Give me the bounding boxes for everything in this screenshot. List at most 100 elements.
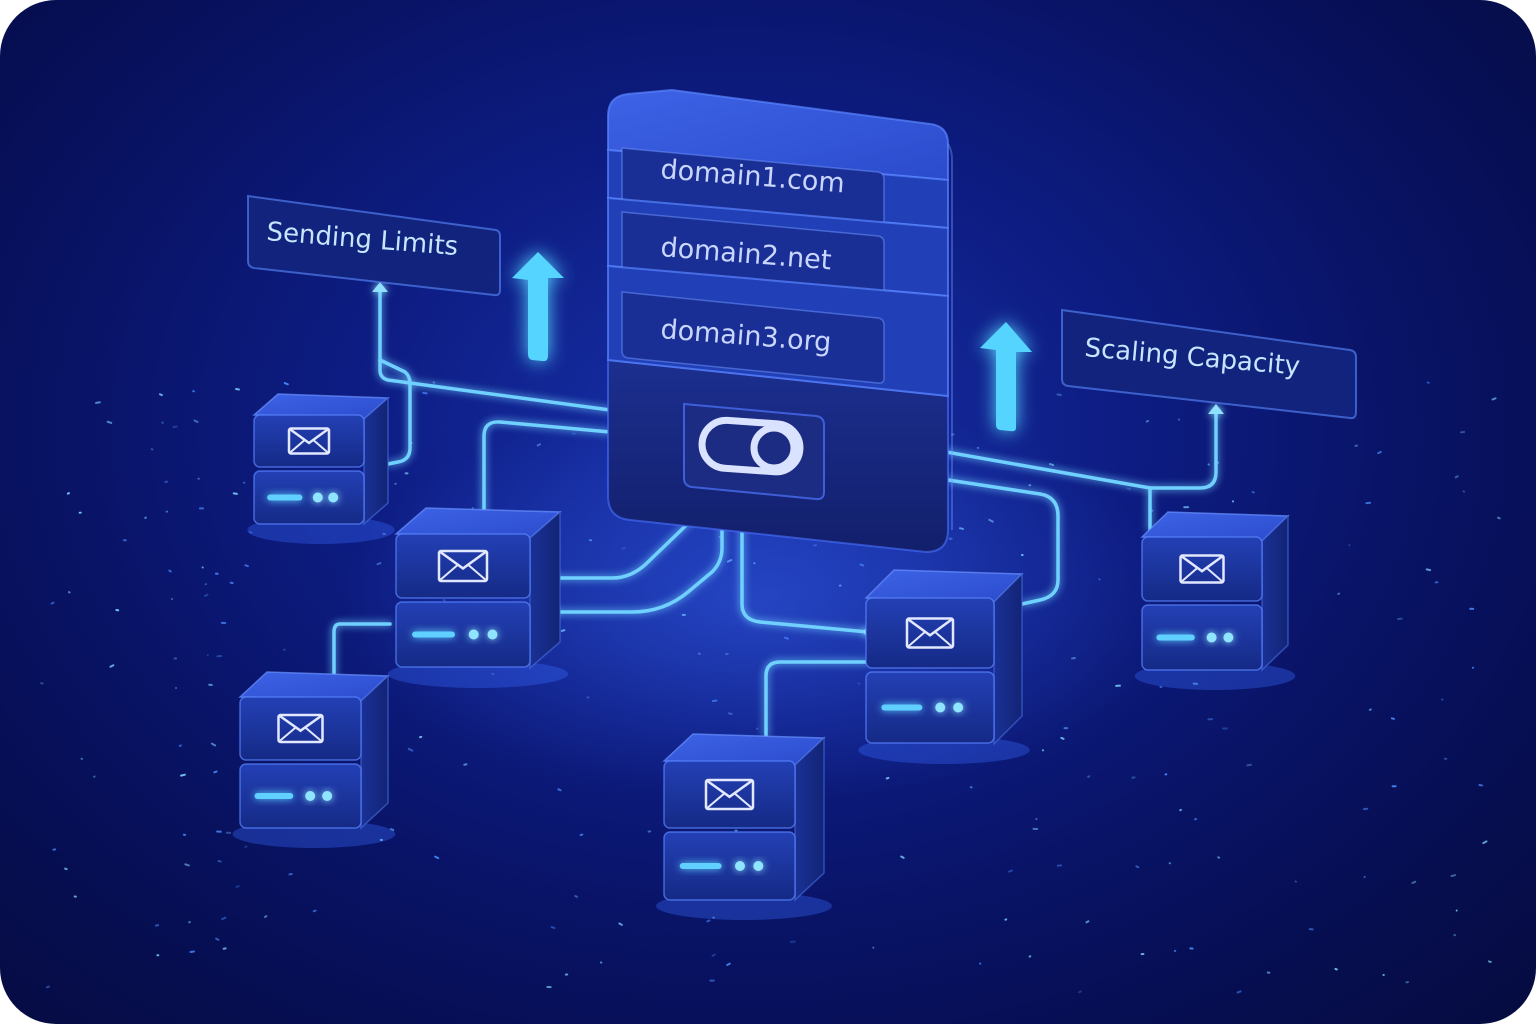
particle [233,492,238,495]
sending-limits-label: Sending Limits [248,196,500,295]
node-side-face [1262,516,1288,670]
node-upper-panel [396,534,530,598]
particle [1194,818,1198,821]
particle [1348,544,1350,546]
particle [199,507,204,509]
particle [188,921,191,924]
particle [711,953,716,957]
particle [205,583,208,585]
particle [1363,808,1369,811]
particle [565,973,569,975]
particle [1334,968,1338,971]
particle [80,758,83,760]
particle [1178,418,1181,421]
scaling-capacity-label: Scaling Capacity [1062,310,1356,418]
particle [1085,920,1090,924]
particle [223,947,227,950]
particle [790,940,796,943]
particle [405,472,409,474]
particle [283,382,289,386]
particle [174,657,178,659]
particle [46,985,51,988]
particle [1126,487,1131,490]
mail-node [656,734,832,920]
node-side-face [795,738,824,900]
particle [1174,950,1177,952]
particle [1363,876,1366,879]
particle [208,684,213,687]
up-arrow-icon [980,322,1032,431]
particle [201,566,204,569]
particle [1453,934,1456,936]
particle [1294,880,1297,883]
particle [1435,581,1439,583]
particle [109,664,115,668]
particle [1164,773,1167,776]
particle [1008,869,1013,873]
node-upper-panel [866,598,994,668]
particle [95,401,101,404]
particle [1042,749,1045,752]
particle [1183,506,1189,508]
particle [189,950,195,953]
particle [550,926,555,930]
mail-node [1135,512,1296,690]
particle [1369,708,1373,711]
particle [1377,451,1382,455]
particle [264,915,268,919]
particle [709,980,715,982]
particle [726,962,731,966]
particle [1207,718,1213,720]
particle [1460,431,1465,433]
connection-line [380,290,610,410]
particle [178,744,182,747]
particle [283,648,286,651]
particle [183,834,186,836]
particle [1267,971,1271,973]
particle [1425,568,1431,571]
particle [123,539,127,541]
particle [244,845,248,848]
particle [1246,764,1252,767]
particle [243,481,246,484]
particle [164,481,168,483]
particle [161,421,164,424]
particle [79,512,82,514]
central-domain-server: domain1.com domain2.net domain3.org [608,90,952,552]
particle [197,478,200,480]
particle [1354,445,1358,447]
particle [419,736,423,739]
mail-node [233,672,396,848]
particle [1057,864,1063,867]
particle [579,833,583,836]
particle [1497,516,1501,519]
particle [64,867,68,870]
particle [1207,463,1210,466]
particle [216,831,222,833]
particle [215,937,220,941]
particle [288,873,293,876]
particle [1482,840,1488,844]
particle [115,609,119,612]
particle [52,848,56,851]
particle [235,388,240,391]
particle [221,622,226,624]
particle [1135,865,1139,868]
particle [1035,818,1038,821]
particle [204,593,209,597]
particle [1078,990,1083,993]
particle [175,687,177,689]
particle [1032,828,1038,830]
particle [213,770,218,773]
particle [394,483,397,486]
particle [217,860,222,863]
particle [1397,618,1403,620]
particle [1462,490,1465,493]
particle [230,582,234,584]
particle [67,492,71,495]
particle [618,922,623,926]
particle [1488,960,1492,963]
particle [106,421,112,425]
particle [166,511,169,513]
particle [1309,928,1314,931]
